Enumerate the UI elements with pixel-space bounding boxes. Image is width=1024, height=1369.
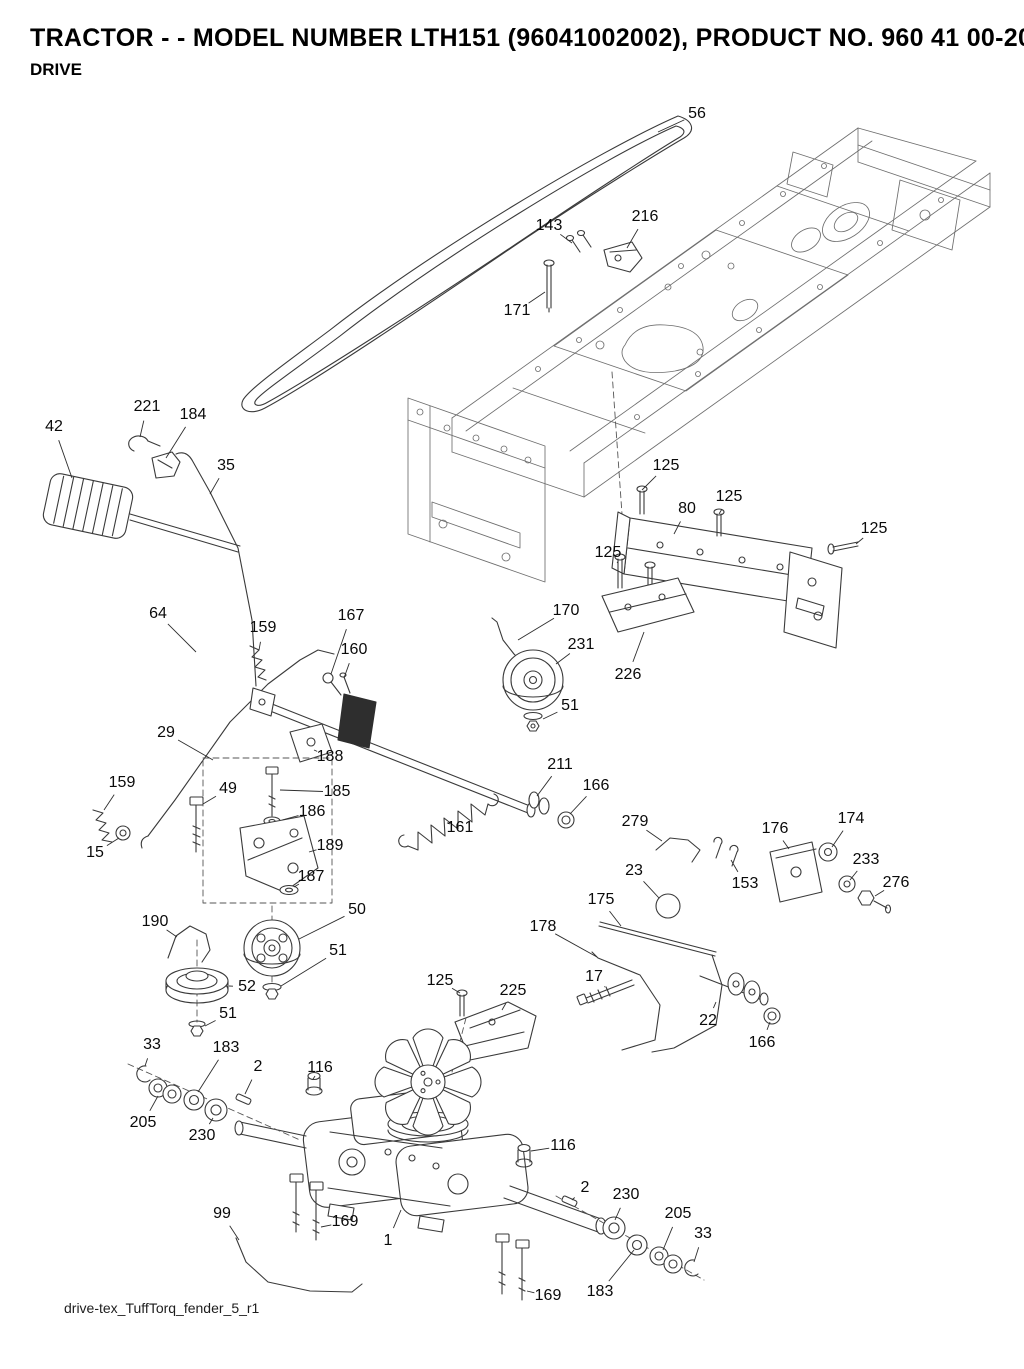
coupler-and-rods	[42, 435, 257, 687]
linkage-group	[655, 836, 892, 919]
engine-pulleys	[791, 202, 870, 253]
mounting-plate-group	[202, 757, 333, 904]
chassis-frame	[407, 127, 991, 583]
drive-belt	[241, 115, 693, 413]
lower-pulley-group	[165, 905, 301, 1037]
idler-pulley-group	[491, 617, 564, 732]
shaft-washers	[528, 791, 575, 829]
transaxle-group	[127, 1028, 705, 1301]
section-title: DRIVE	[30, 60, 82, 79]
return-spring	[398, 793, 499, 851]
cooling-fan	[374, 1028, 482, 1136]
brake-rod-group	[576, 921, 781, 1053]
top-fasteners	[543, 229, 643, 313]
page-title: TRACTOR - - MODEL NUMBER LTH151 (9604100…	[30, 24, 1024, 52]
control-rod-group	[92, 645, 536, 853]
support-brackets	[601, 371, 859, 649]
callout-leader-lines	[58, 119, 885, 1294]
page-header: TRACTOR - - MODEL NUMBER LTH151 (9604100…	[30, 24, 1024, 80]
footer-filename: drive-tex_TuffTorq_fender_5_r1	[64, 1300, 260, 1316]
